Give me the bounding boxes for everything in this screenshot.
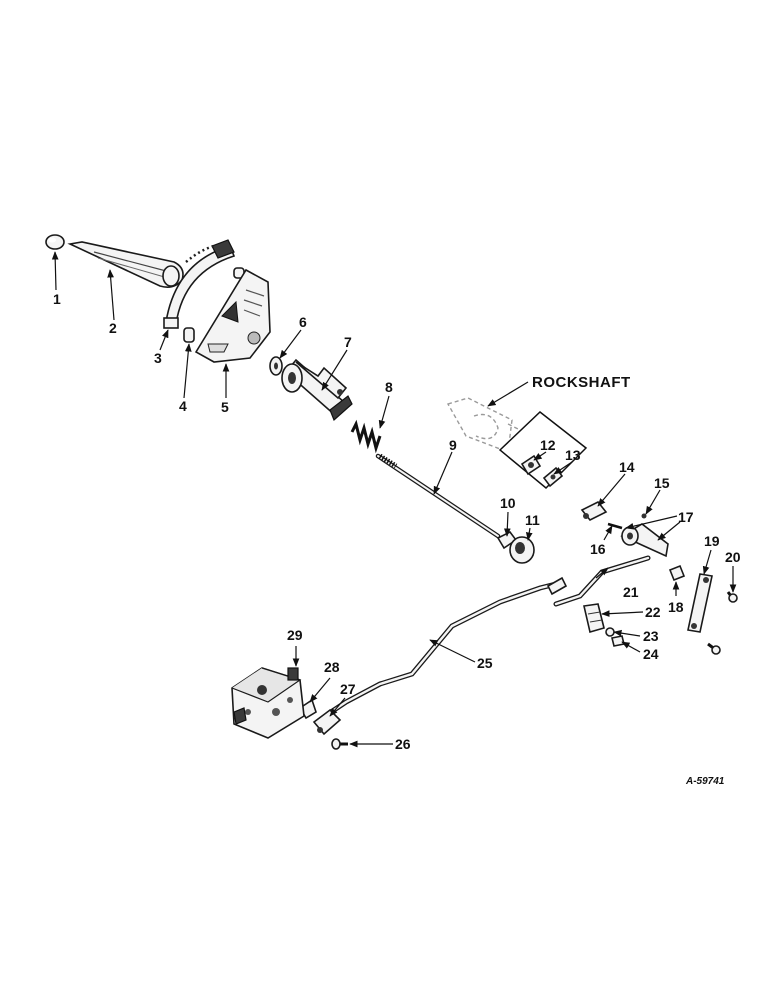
part-24-bolt: [611, 635, 625, 647]
callout-15: 15: [654, 475, 670, 491]
rockshaft-label: ROCKSHAFT: [532, 374, 631, 391]
callout-24: 24: [643, 646, 659, 662]
callout-9: 9: [449, 437, 457, 453]
callout-17: 17: [678, 509, 694, 525]
part-23-nut: [605, 627, 615, 637]
callout-20: 20: [725, 549, 741, 565]
part-15-pin: [641, 513, 647, 519]
part-27-clevis: [312, 708, 342, 736]
callout-5: 5: [221, 399, 229, 415]
part-11-nut: [509, 536, 535, 564]
part-14-clip: [580, 500, 608, 522]
callout-23: 23: [643, 628, 659, 644]
part-7-bracket: [281, 358, 353, 422]
figure-code: A-59741: [685, 776, 725, 787]
part-12-fitting: [520, 454, 542, 476]
callout-26: 26: [395, 736, 411, 752]
leader-lines: [51, 251, 737, 748]
callout-11: 11: [525, 512, 540, 528]
callout-28: 28: [324, 659, 340, 675]
callout-16: 16: [590, 541, 606, 557]
callout-4: 4: [179, 398, 187, 414]
part-2-lever: [67, 241, 184, 288]
callout-14: 14: [619, 459, 635, 475]
callout-29: 29: [287, 627, 303, 643]
callout-labels: 1 2 3 4 5 6 7 8 9 10 11 12 13 14 15 16 1…: [53, 291, 741, 787]
callout-18: 18: [668, 599, 684, 615]
callout-27: 27: [340, 681, 356, 697]
callout-22: 22: [645, 604, 661, 620]
callout-12: 12: [540, 437, 556, 453]
detail-box-12-13: [498, 411, 588, 490]
part-17-arm: [620, 523, 669, 558]
part-6-washer: [269, 356, 283, 376]
part-16-pin: [607, 522, 623, 530]
callout-1: 1: [53, 291, 61, 307]
part-22-clamp: [583, 603, 605, 634]
callout-21: 21: [623, 584, 639, 600]
part-21-rod: [553, 555, 651, 607]
callout-10: 10: [500, 495, 516, 511]
callout-13: 13: [565, 447, 581, 463]
callout-25: 25: [477, 655, 493, 671]
part-18-nut: [668, 564, 686, 582]
part-5-plate: [194, 268, 271, 363]
callout-2: 2: [109, 320, 117, 336]
part-20-bolt: [707, 591, 738, 655]
part-19-link: [687, 573, 713, 633]
callout-8: 8: [385, 379, 393, 395]
callout-19: 19: [704, 533, 720, 549]
part-25-rod: [325, 576, 568, 717]
part-26-bolt: [331, 738, 348, 750]
part-1-knob: [45, 234, 65, 250]
callout-7: 7: [344, 334, 352, 350]
callout-6: 6: [299, 314, 307, 330]
part-3-quadrant: [163, 239, 236, 329]
part-9-rod: [375, 453, 501, 539]
part-8-spring: [350, 419, 382, 454]
part-4-spacer: [183, 267, 245, 343]
callout-3: 3: [154, 350, 162, 366]
part-29-valve: [231, 667, 305, 739]
